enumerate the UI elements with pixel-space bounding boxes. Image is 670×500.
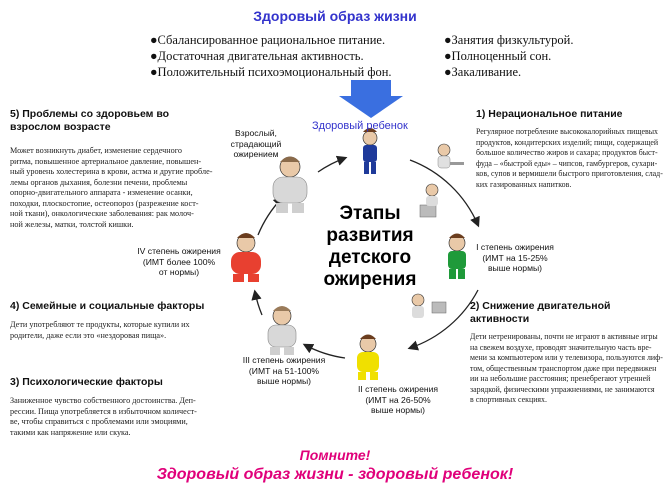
section-family-factors: 4) Семейные и социальные факторы Дети уп… bbox=[10, 300, 205, 340]
child-stage1-figure bbox=[448, 233, 466, 279]
child-tv-figure bbox=[411, 293, 447, 318]
cycle-arrow bbox=[251, 289, 263, 316]
section-health-problems: 5) Проблемы со здоровьем во взрослом воз… bbox=[10, 108, 213, 229]
bullet-item: ●Полноценный сон. bbox=[444, 49, 552, 63]
cycle-arrow bbox=[409, 159, 480, 228]
cycle-arrow bbox=[302, 343, 346, 359]
page-title: Здоровый образ жизни bbox=[253, 8, 417, 24]
section-psychological-factors: 3) Психологические факторы Заниженное чу… bbox=[10, 376, 197, 437]
stage3-label: III степень ожирения(ИМТ на 51-100%выше … bbox=[242, 355, 326, 386]
section-irrational-nutrition: 1) Нерациональное питание Регулярное пот… bbox=[476, 108, 663, 189]
bullets-left: ●Сбалансированное рациональное питание. … bbox=[150, 32, 392, 80]
cycle-arrow bbox=[317, 155, 348, 173]
stage2-label: II степень ожирения(ИМТ на 26-50%выше но… bbox=[357, 384, 439, 415]
bullets-right: ●Занятия физкультурой. ●Полноценный сон.… bbox=[444, 32, 573, 80]
slogan-text: Здоровый образ жизни - здоровый ребенок! bbox=[156, 466, 514, 483]
cycle-arrow bbox=[407, 289, 479, 351]
child-eating-figure bbox=[437, 143, 464, 169]
child-stage3-figure bbox=[267, 306, 297, 355]
section-reduced-activity: 2) Снижение двигательной активности Дети… bbox=[470, 300, 663, 404]
stage4-label: IV степень ожирения(ИМТ более 100%от нор… bbox=[137, 246, 221, 277]
down-arrow-icon bbox=[339, 80, 403, 118]
center-title: Этапы развития детского ожирения bbox=[323, 203, 417, 290]
bullet-item: ●Положительный психоэмоциональный фон. bbox=[150, 65, 392, 79]
child-stage2-figure bbox=[357, 334, 379, 380]
healthy-child-label: Здоровый ребенок bbox=[312, 120, 408, 132]
bullet-item: ●Закаливание. bbox=[444, 65, 522, 79]
bullet-item: ●Сбалансированное рациональное питание. bbox=[150, 33, 386, 47]
adult-figure bbox=[272, 156, 308, 213]
remember-text: Помните! bbox=[299, 447, 371, 463]
stage1-label: I степень ожирения(ИМТ на 15-25%выше нор… bbox=[476, 242, 554, 273]
child-stage4-figure bbox=[231, 233, 261, 282]
child-healthy-figure bbox=[362, 128, 378, 174]
bullet-item: ●Занятия физкультурой. bbox=[444, 33, 574, 47]
child-at-computer-figure bbox=[419, 183, 439, 218]
bullet-item: ●Достаточная двигательная активность. bbox=[150, 49, 364, 63]
